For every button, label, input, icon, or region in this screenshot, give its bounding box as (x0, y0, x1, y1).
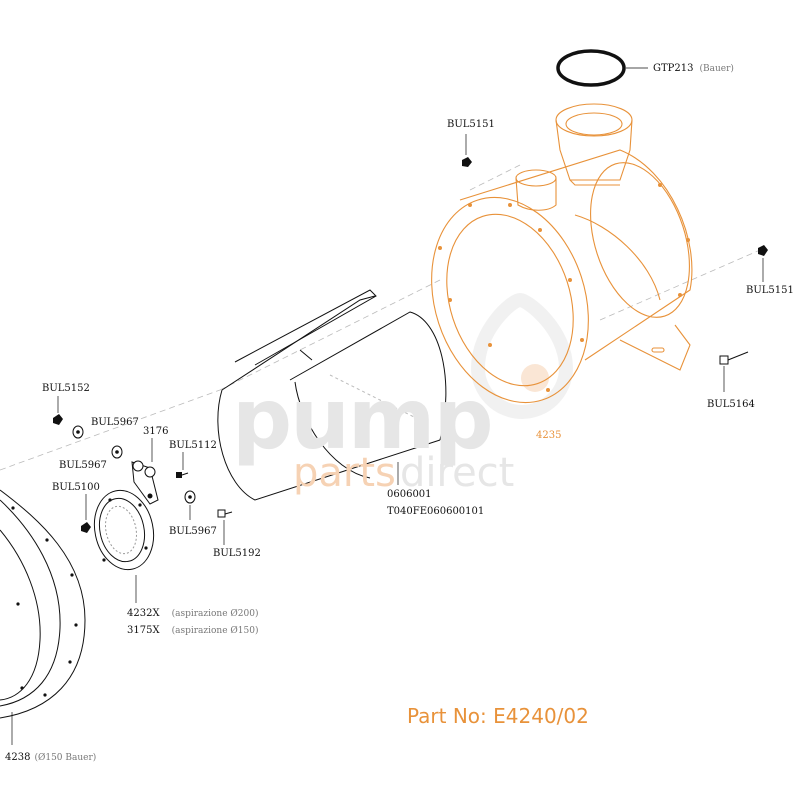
screw-bul5192 (217, 509, 233, 545)
nut-bul5100 (81, 494, 91, 533)
label-bul5192: BUL5192 (213, 548, 261, 559)
pump-shell-0606001 (217, 289, 447, 501)
washer-bul5967-b (111, 445, 123, 459)
label-4238-note: (Ø150 Bauer) (34, 753, 97, 763)
label-bul5164: BUL5164 (707, 399, 755, 410)
nut-bul5151-right (758, 245, 768, 282)
label-3175x: 3175X (aspirazione Ø150) (127, 625, 258, 637)
bracket-3176 (131, 438, 159, 505)
label-bul5151-right: BUL5151 (746, 285, 794, 296)
washer-bul5967-c (184, 490, 196, 520)
label-3176: 3176 (143, 426, 169, 437)
label-gtp213: GTP213 (Bauer) (653, 63, 734, 75)
watermark-text-direct: direct (400, 450, 515, 496)
label-0606001: 0606001 (387, 489, 432, 500)
label-bul5100: BUL5100 (52, 482, 100, 493)
pump-housing-4235 (431, 103, 693, 404)
suction-flange-4232x (93, 489, 155, 603)
watermark-logo-shape (470, 292, 574, 420)
label-4232x-code: 4232X (127, 608, 160, 619)
label-4238: 4238(Ø150 Bauer) (5, 752, 96, 764)
label-bul5152: BUL5152 (42, 383, 90, 394)
label-t040fe060600101: T040FE060600101 (387, 506, 485, 517)
label-bul5967-b: BUL5967 (59, 460, 107, 471)
label-bul5151-top: BUL5151 (447, 119, 495, 130)
o-ring-gtp213 (556, 49, 648, 87)
label-gtp213-note: (Bauer) (699, 64, 734, 74)
label-bul5967-c: BUL5967 (169, 526, 217, 537)
bolt-bul5164 (719, 351, 749, 392)
screw-bul5112 (176, 452, 189, 478)
watermark-text-pump: pump (232, 370, 494, 468)
nut-bul5152 (53, 396, 63, 425)
label-4235: 4235 (536, 430, 562, 441)
label-gtp213-code: GTP213 (653, 63, 694, 74)
washer-bul5967-a (72, 425, 84, 439)
label-bul5112: BUL5112 (169, 440, 217, 451)
part-number: Part No: E4240/02 (407, 704, 589, 728)
watermark-text-parts: parts (293, 450, 396, 496)
label-4232x-note: (aspirazione Ø200) (171, 609, 259, 619)
label-4232x: 4232X (aspirazione Ø200) (127, 608, 258, 620)
label-3175x-note: (aspirazione Ø150) (171, 626, 259, 636)
nut-bul5151-top (462, 134, 472, 167)
center-axis (0, 164, 761, 471)
label-4238-code: 4238 (5, 752, 31, 763)
label-3175x-code: 3175X (127, 625, 160, 636)
label-bul5967-a: BUL5967 (91, 417, 139, 428)
housing-4238 (0, 489, 86, 745)
